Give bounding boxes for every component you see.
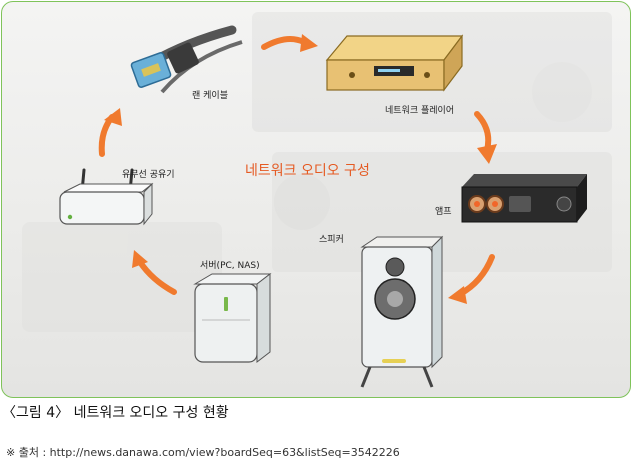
server-icon: [193, 272, 272, 364]
label-router: 유무선 공유기: [122, 170, 175, 180]
network-player-icon: [325, 34, 464, 92]
arrow-server-to-router: [137, 259, 177, 295]
label-network-player: 네트워크 플레이어: [385, 106, 455, 116]
arrow-cable-to-player: [261, 35, 307, 50]
label-amp: 앰프: [435, 207, 452, 217]
diagram-title: 네트워크 오디오 구성: [245, 163, 370, 179]
label-lan-cable: 랜 케이블: [192, 91, 228, 101]
source-note: ※ 출처 : http://news.danawa.com/view?board…: [6, 446, 400, 459]
figure-panel: 랜 케이블 네트워크 플레이어 앰프 스피커 서버(PC, NAS) 유무선 공…: [1, 1, 631, 398]
label-speaker: 스피커: [319, 235, 344, 245]
label-server: 서버(PC, NAS): [200, 261, 260, 271]
amp-icon: [461, 174, 587, 223]
figure-caption: 〈그림 4〉 네트워크 오디오 구성 현황: [2, 405, 229, 421]
arrow-heads: [104, 34, 497, 304]
figure-illustration: [22, 12, 612, 388]
router-icon: [59, 168, 154, 226]
lan-cable-icon: [130, 25, 243, 94]
speaker-icon: [360, 235, 444, 388]
arrow-router-to-cable: [98, 114, 115, 157]
